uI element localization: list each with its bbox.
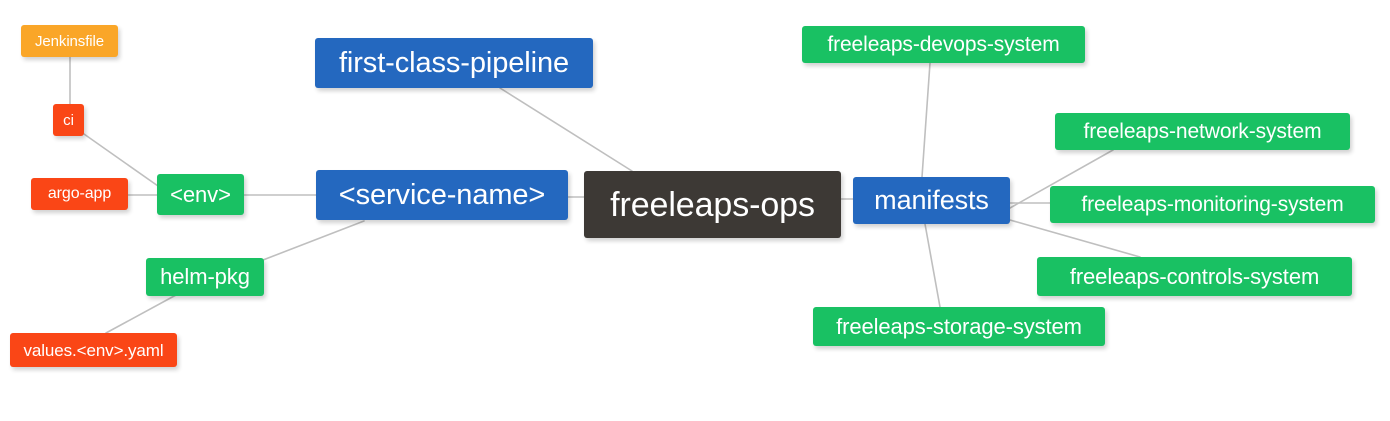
edge-manifests-to-freeleaps-controls-system [1009,219,1141,258]
node-label-freeleaps-storage-system: freeleaps-storage-system [836,313,1082,339]
node-label-values-env-yaml: values.<env>.yaml [23,340,164,360]
node-ci[interactable]: ci [53,104,84,136]
node-label-freeleaps-network-system: freeleaps-network-system [1083,120,1322,143]
edge-helm-pkg-to-values-env-yaml [105,294,177,334]
node-values-env-yaml[interactable]: values.<env>.yaml [10,333,177,367]
node-freeleaps-ops[interactable]: freeleaps-ops [584,171,841,238]
node-service-name[interactable]: <service-name> [316,170,568,220]
node-label-ci: ci [63,111,74,129]
node-label-service-name: <service-name> [338,178,546,211]
node-manifests[interactable]: manifests [853,177,1010,224]
edge-manifests-to-freeleaps-devops-system [921,62,931,178]
node-jenkinsfile[interactable]: Jenkinsfile [21,25,118,57]
node-freeleaps-devops-system[interactable]: freeleaps-devops-system [802,26,1085,63]
node-label-helm-pkg: helm-pkg [160,264,250,289]
node-label-freeleaps-devops-system: freeleaps-devops-system [827,33,1060,56]
node-label-argo-app: argo-app [47,185,112,202]
edge-manifests-to-freeleaps-storage-system [924,223,941,308]
edge-service-name-to-helm-pkg [262,220,365,261]
node-label-freeleaps-monitoring-system: freeleaps-monitoring-system [1081,193,1344,216]
node-argo-app[interactable]: argo-app [31,178,128,210]
edge-first-class-pipeline-to-freeleaps-ops [499,87,633,172]
node-label-freeleaps-ops: freeleaps-ops [610,185,815,224]
node-freeleaps-network-system[interactable]: freeleaps-network-system [1055,113,1350,150]
node-label-manifests: manifests [874,185,989,215]
node-freeleaps-controls-system[interactable]: freeleaps-controls-system [1037,257,1352,296]
node-label-jenkinsfile: Jenkinsfile [35,32,104,50]
node-env[interactable]: <env> [157,174,244,215]
node-freeleaps-storage-system[interactable]: freeleaps-storage-system [813,307,1105,346]
node-helm-pkg[interactable]: helm-pkg [146,258,264,296]
node-freeleaps-monitoring-system[interactable]: freeleaps-monitoring-system [1050,186,1375,223]
node-first-class-pipeline[interactable]: first-class-pipeline [315,38,593,88]
node-label-first-class-pipeline: first-class-pipeline [338,46,570,79]
node-label-freeleaps-controls-system: freeleaps-controls-system [1069,263,1320,289]
node-label-env: <env> [170,181,231,207]
